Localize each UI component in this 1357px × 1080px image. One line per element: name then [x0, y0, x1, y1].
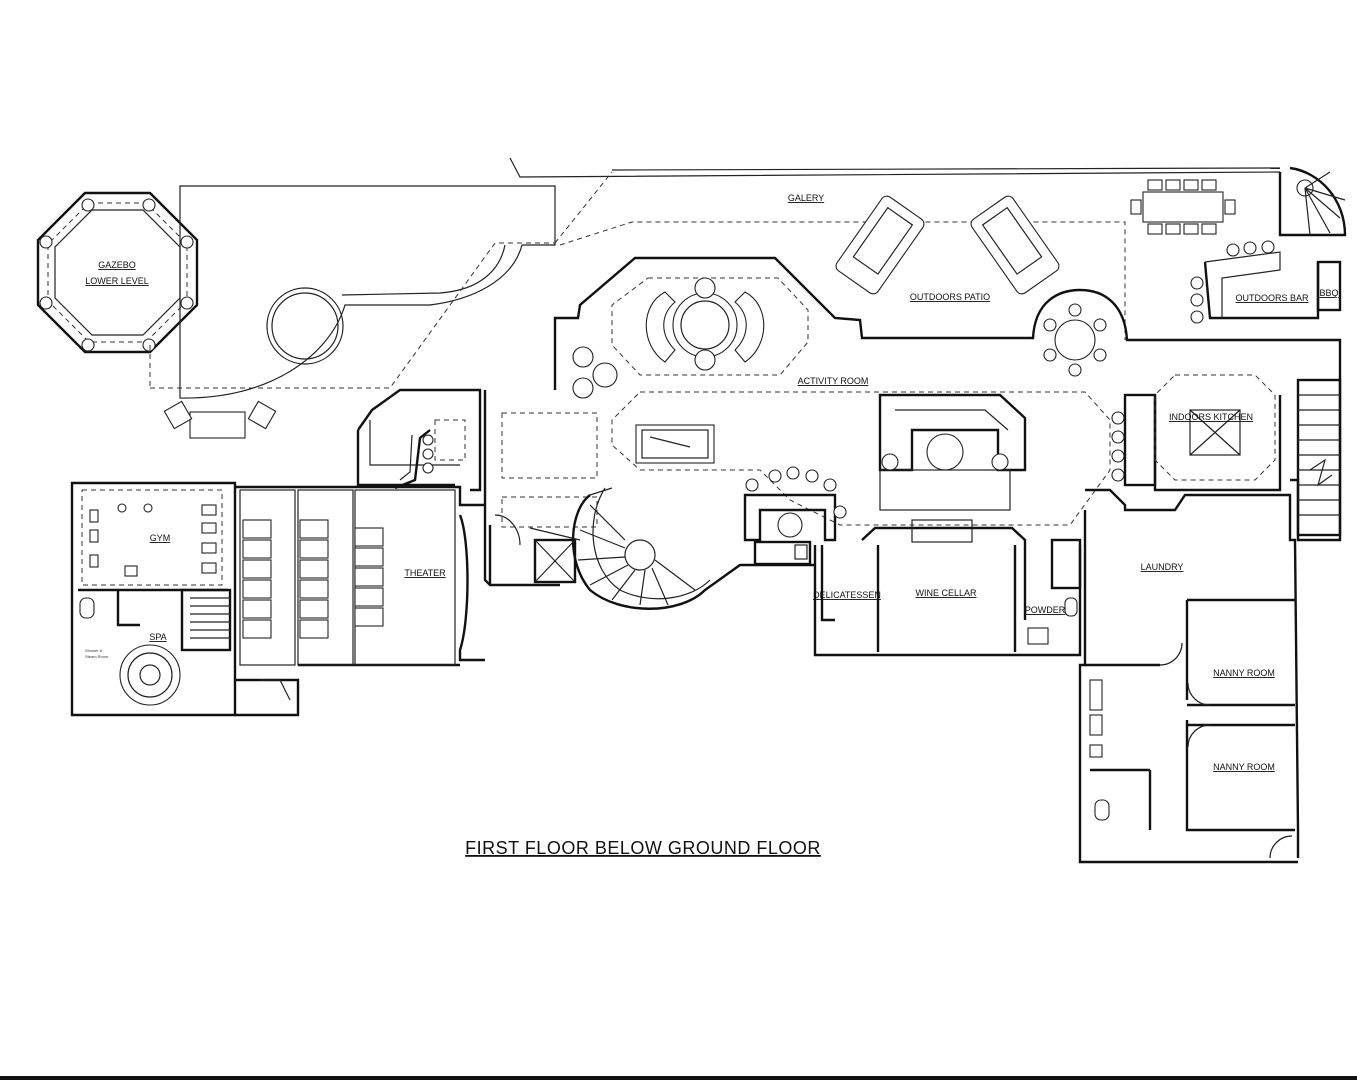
nanny-room-1-label: NANNY ROOM	[1213, 668, 1275, 678]
galery-label: GALERY	[788, 193, 824, 203]
gazebo-label: GAZEBO	[98, 260, 136, 270]
pool-terrace	[149, 185, 556, 439]
outdoors-patio: OUTDOORS PATIO	[835, 195, 1060, 302]
powder-label: POWDER	[1025, 605, 1066, 615]
outdoors-patio-label: OUTDOORS PATIO	[910, 292, 990, 302]
outdoors-bar: OUTDOORS BAR BBQ	[1190, 240, 1342, 324]
spa-note-2: Steam Room	[85, 654, 109, 659]
theater-label: THEATER	[404, 568, 446, 578]
outdoors-bar-label: OUTDOORS BAR	[1235, 293, 1309, 303]
wine-cellar-label: WINE CELLAR	[915, 588, 977, 598]
plan-title: FIRST FLOOR BELOW GROUND FLOOR	[465, 838, 821, 858]
spa-label: SPA	[149, 632, 166, 642]
bbq-label: BBQ	[1319, 288, 1338, 298]
nanny-room-2-label: NANNY ROOM	[1213, 762, 1275, 772]
gazebo: GAZEBO LOWER LEVEL	[36, 191, 199, 354]
gazebo-sublabel: LOWER LEVEL	[85, 276, 149, 286]
gym-label: GYM	[150, 533, 171, 543]
activity-room: ACTIVITY ROOM	[501, 256, 1342, 566]
cellar-block: DELICATESSEN WINE CELLAR POWDER	[813, 519, 1082, 657]
service-wing: LAUNDRY NANNY ROOM NANNY ROOM	[1078, 488, 1300, 864]
laundry-label: LAUNDRY	[1141, 562, 1184, 572]
activity-room-label: ACTIVITY ROOM	[798, 376, 869, 386]
delicatessen-label: DELICATESSEN	[813, 590, 881, 600]
indoors-kitchen: INDOORS KITCHEN	[1153, 374, 1342, 537]
gym-spa: GYM SPA Shower & Steam Room	[70, 481, 300, 717]
central-lower-walls	[483, 390, 815, 610]
indoors-kitchen-label: INDOORS KITCHEN	[1169, 412, 1253, 422]
theater: THEATER	[235, 388, 485, 667]
galery: GALERY	[509, 157, 1347, 340]
bottom-border	[0, 1076, 1357, 1080]
spa-note-1: Shower &	[85, 648, 103, 653]
